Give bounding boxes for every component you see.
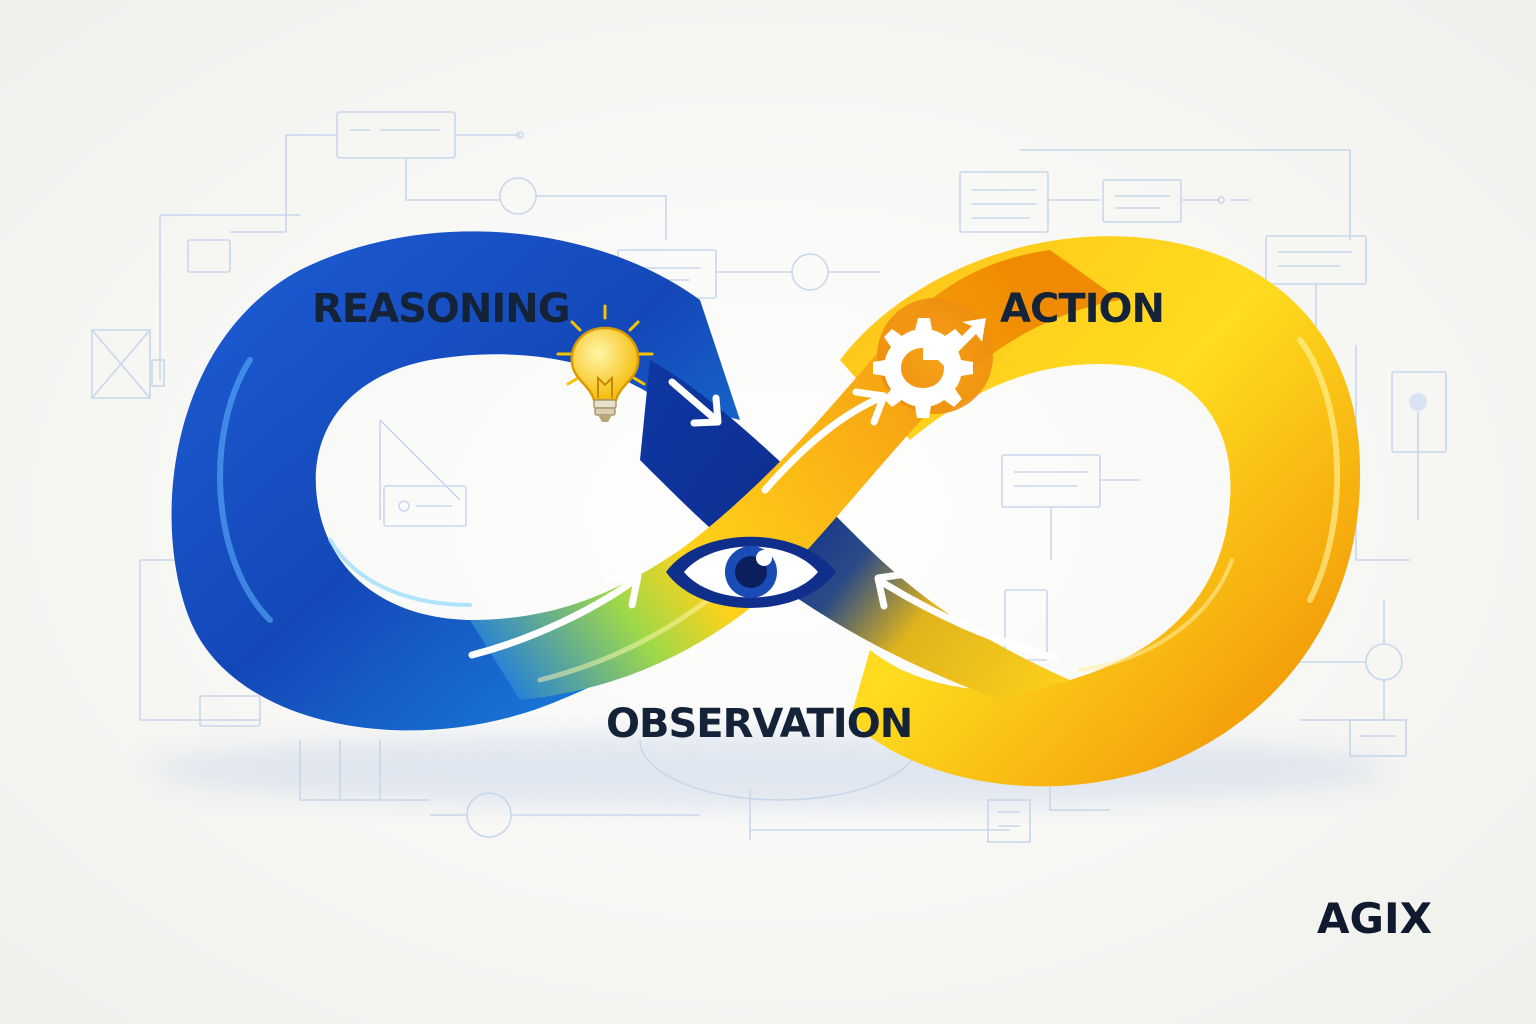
arrow-to-observation-right xyxy=(878,578,1059,662)
arrowhead-reasoning xyxy=(690,394,722,427)
arrow-cross-to-action xyxy=(761,394,884,494)
gear-arrow-icon xyxy=(873,298,993,418)
arrowhead-observation-left xyxy=(604,572,642,609)
flow-arrows xyxy=(468,378,1059,662)
eye-icon xyxy=(666,536,836,608)
arrowhead-action xyxy=(852,388,888,426)
lightbulb-icon xyxy=(556,304,654,422)
agix-logo: AGIX xyxy=(1317,894,1432,943)
reasoning-label: REASONING xyxy=(312,286,570,332)
observation-label: OBSERVATION xyxy=(606,701,912,747)
arrow-to-observation-left xyxy=(468,576,639,659)
arrowhead-observation-right xyxy=(874,570,910,610)
crossing-band-lower xyxy=(640,360,1070,700)
arrow-reasoning-to-cross xyxy=(668,378,720,424)
action-label: ACTION xyxy=(1000,286,1164,332)
